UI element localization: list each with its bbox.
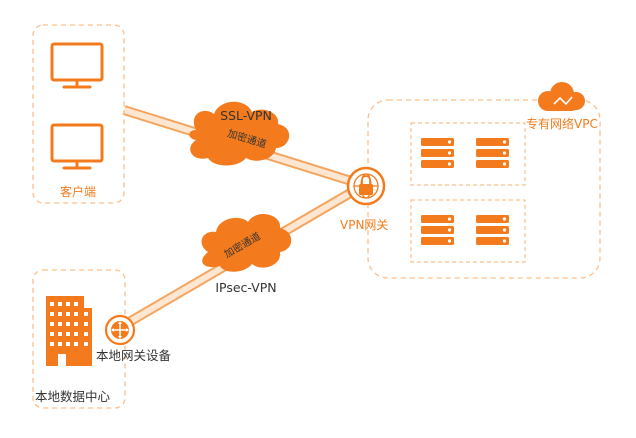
monitor-icon [50,42,104,89]
tunnel-bubble-bottom [201,214,292,272]
building-icon [46,296,92,366]
server-rack-icon [421,215,454,245]
server-rack-icon [421,138,454,168]
server-group-box-bottom [410,199,526,263]
server-rack-icon [476,215,509,245]
tunnel-bubble-top [189,101,290,166]
vpc-label: 专有网络VPC [526,116,598,131]
server-rack-icon [476,138,509,168]
client-label: 客户端 [60,184,96,199]
ssl-vpn-label: SSL-VPN [220,108,272,123]
cloud-icon [538,82,585,111]
router-icon [104,314,136,346]
local-gateway-label: 本地网关设备 [96,348,172,363]
server-group-box-top [410,122,526,186]
ipsec-vpn-label: IPsec-VPN [215,280,276,295]
vpn-gateway-label: VPN网关 [340,218,388,232]
local-dc-label: 本地数据中心 [35,389,111,404]
vpn-gateway-lock-icon [346,166,386,206]
monitor-icon [50,123,104,170]
client-group-box [32,24,125,204]
